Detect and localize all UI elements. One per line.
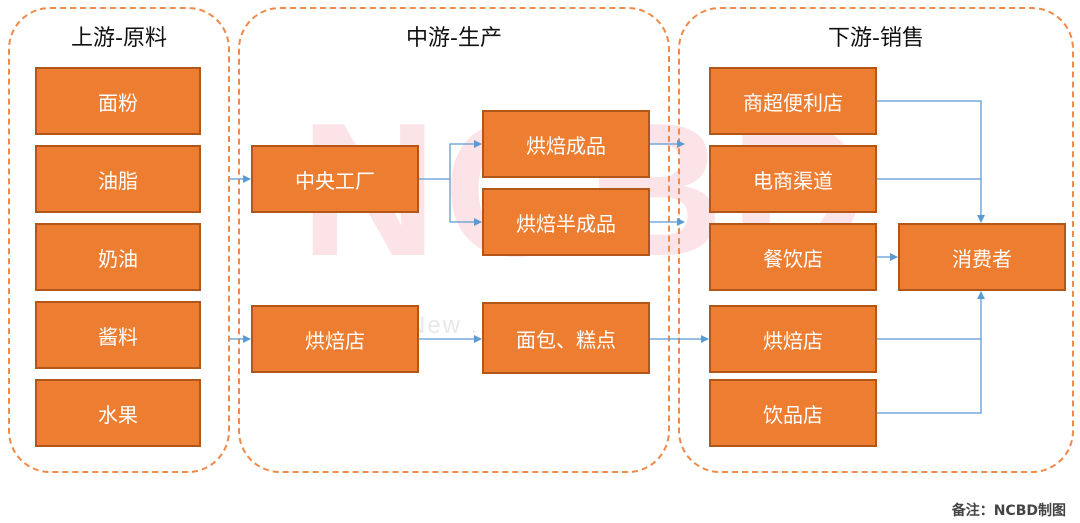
node-flour: 面粉	[35, 67, 201, 135]
node-oil-fat: 油脂	[35, 145, 201, 213]
node-convenience-store: 商超便利店	[709, 67, 877, 135]
arrow-factory-to-semi-finished	[449, 179, 482, 226]
node-sauce: 酱料	[35, 301, 201, 369]
node-ecommerce-channel: 电商渠道	[709, 145, 877, 213]
node-baked-finished-goods: 烘焙成品	[482, 110, 650, 178]
downstream-title: 下游-销售	[828, 26, 924, 51]
node-bakery-retail: 烘焙店	[709, 305, 877, 373]
midstream-group	[238, 7, 670, 473]
arrow-drink-shop-to-consumer	[877, 291, 985, 414]
arrow-factory-to-finished	[419, 140, 482, 180]
midstream-title: 中游-生产	[406, 26, 502, 51]
node-bread-pastry: 面包、糕点	[482, 302, 650, 374]
upstream-title: 上游-原料	[71, 26, 167, 51]
node-bakery-shop-production: 烘焙店	[251, 305, 419, 373]
upstream-group	[8, 7, 230, 473]
arrow-convenience-to-consumer	[877, 100, 985, 223]
node-central-factory: 中央工厂	[251, 145, 419, 213]
node-restaurant: 餐饮店	[709, 223, 877, 291]
footnote: 备注：NCBD制图	[951, 503, 1066, 519]
downstream-group	[678, 7, 1074, 473]
node-fruit: 水果	[35, 379, 201, 447]
node-drink-shop: 饮品店	[709, 379, 877, 447]
node-baked-semi-finished-goods: 烘焙半成品	[482, 188, 650, 256]
node-cream: 奶油	[35, 223, 201, 291]
node-consumer: 消费者	[898, 223, 1066, 291]
